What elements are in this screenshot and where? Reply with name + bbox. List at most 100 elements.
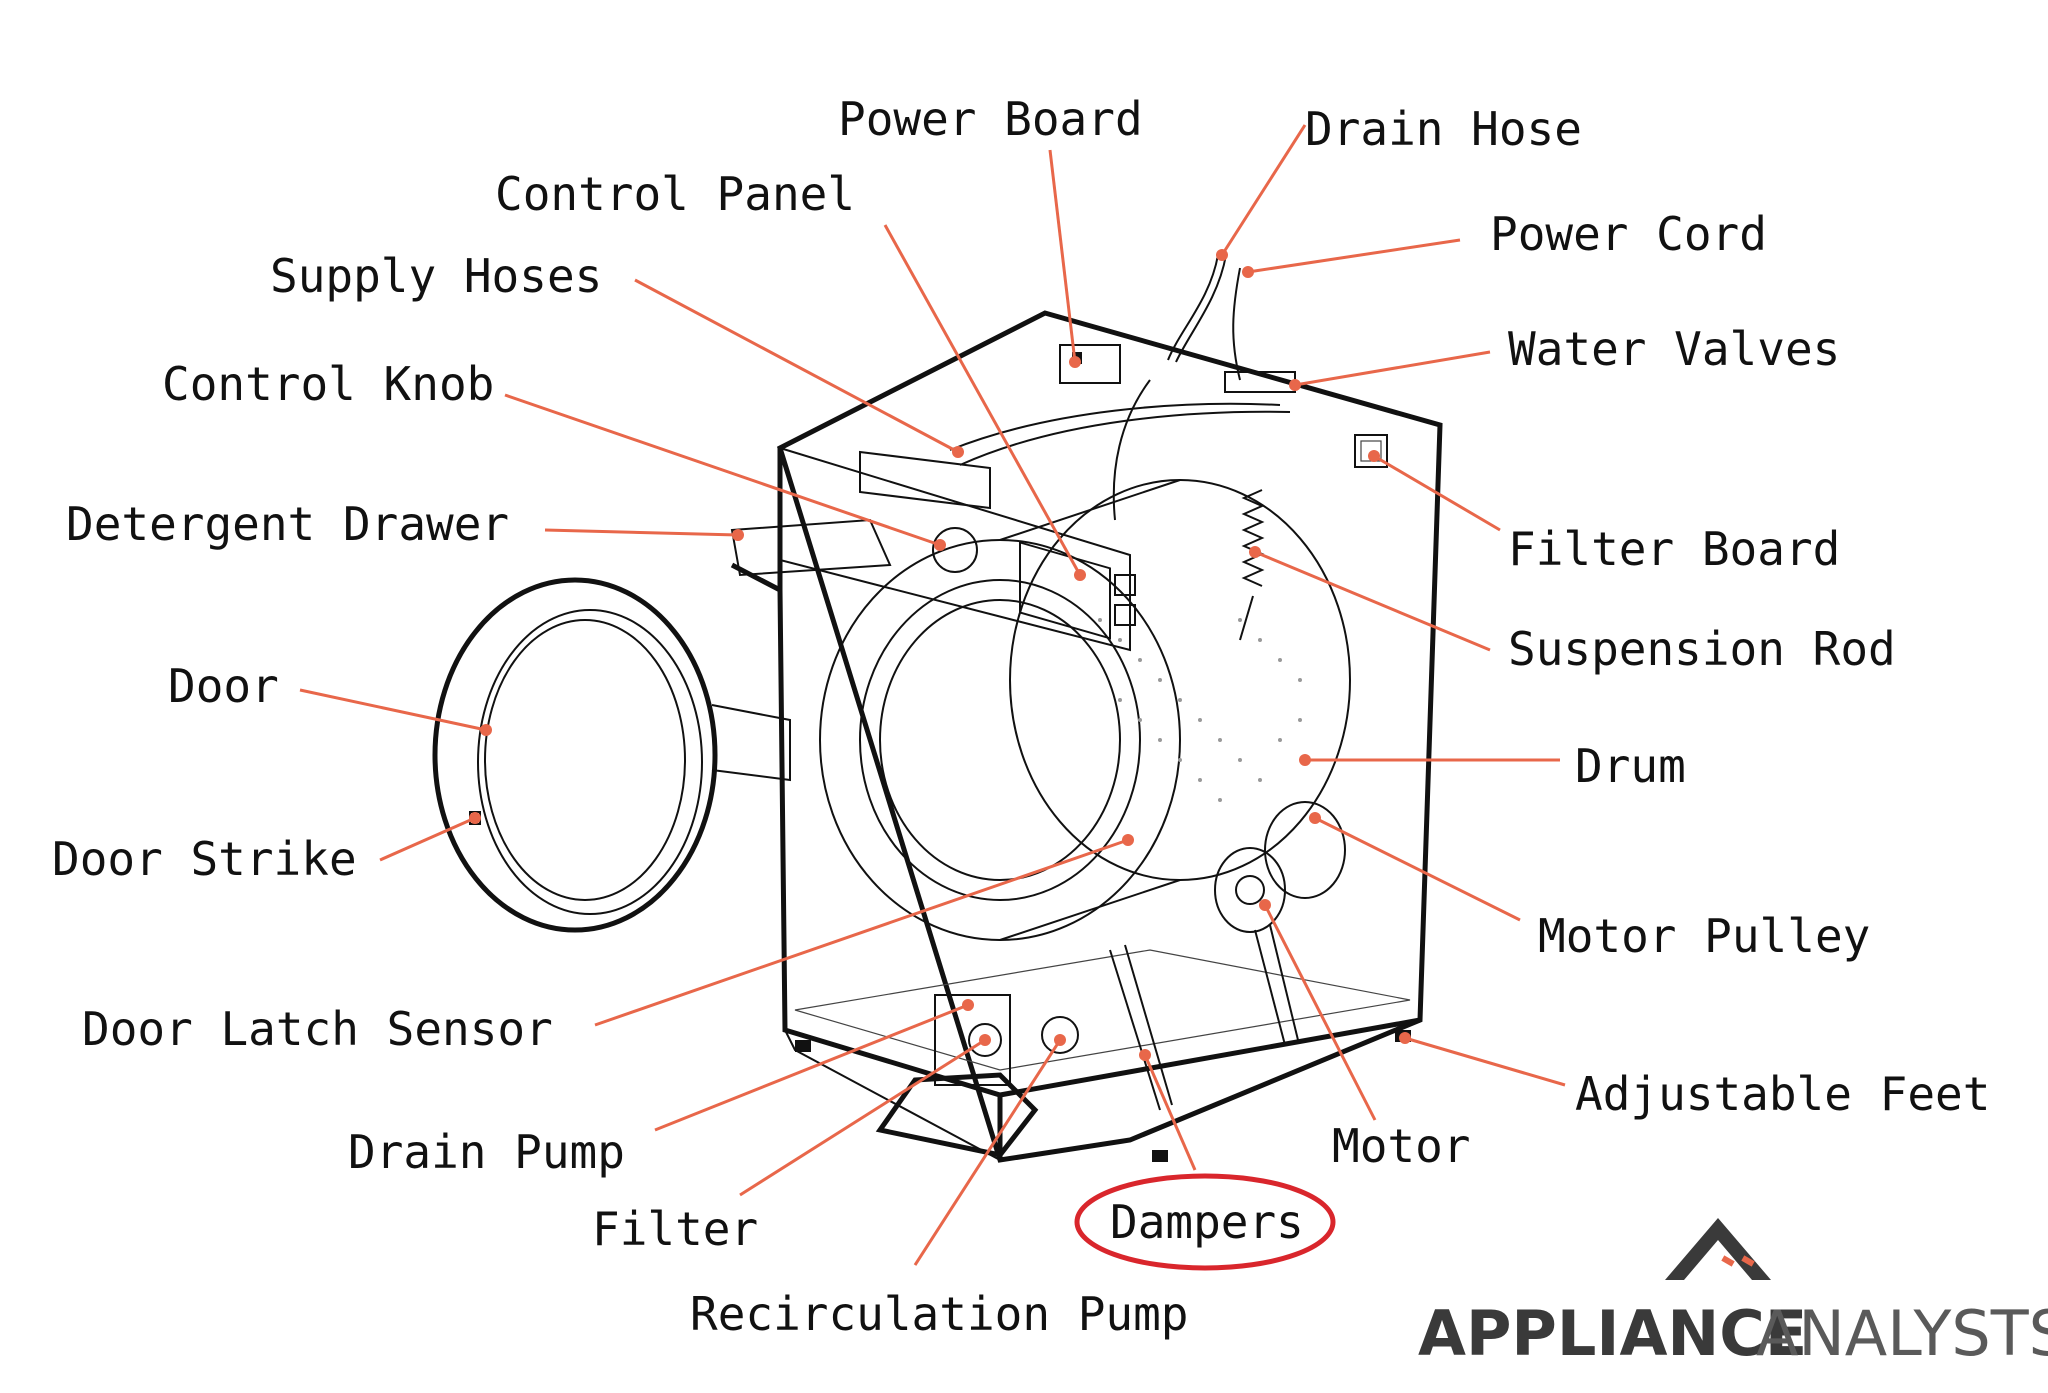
control-panel-strip — [779, 446, 1131, 652]
dot-door-strike — [469, 812, 481, 824]
label-adjustable-feet: Adjustable Feet — [1575, 1067, 1990, 1121]
dot-control-panel — [1074, 569, 1086, 581]
leader-motor — [1263, 904, 1377, 1121]
foot-front-right — [1152, 1150, 1168, 1162]
dot-suspension-rod — [1249, 546, 1261, 558]
filter-cap-shape — [968, 1023, 1002, 1057]
suspension-rod-lower — [1239, 595, 1254, 641]
dot-filter — [979, 1034, 991, 1046]
drain-hose-shape — [1167, 254, 1219, 361]
leader-supply-hoses — [634, 278, 959, 454]
label-control-panel: Control Panel — [495, 167, 855, 221]
leader-dots — [469, 249, 1411, 1061]
logo-accent-1 — [1721, 1255, 1735, 1267]
leader-lines — [299, 124, 1566, 1266]
dot-filter-board — [1368, 450, 1380, 462]
recirculation-pump-shape — [1041, 1016, 1079, 1054]
drum-bottom-edge — [999, 879, 1181, 941]
label-water-valves: Water Valves — [1508, 322, 1840, 376]
brand-logo: APPLIANCE ANALYSTS — [1418, 1218, 2048, 1370]
panel-button-2 — [1114, 604, 1136, 626]
supply-hose-2 — [959, 410, 1291, 466]
dot-adjustable-feet — [1399, 1032, 1411, 1044]
leader-power-board — [1048, 149, 1077, 363]
leader-filter — [739, 1038, 986, 1197]
dot-dampers — [1139, 1049, 1151, 1061]
label-power-board: Power Board — [838, 92, 1143, 146]
door-glass — [484, 619, 686, 901]
drum-opening — [859, 579, 1141, 901]
panel-button-1 — [1114, 574, 1136, 596]
leader-detergent-drawer — [544, 528, 739, 537]
washing-machine-illustration — [432, 254, 1443, 1163]
door-inner-ring — [477, 609, 703, 915]
drum-top-edge — [999, 479, 1181, 541]
dot-water-valves — [1289, 379, 1301, 391]
base-plate — [794, 949, 1411, 1071]
door-hinge — [711, 704, 791, 782]
leader-water-valves — [1294, 350, 1491, 387]
leader-motor-pulley — [1314, 816, 1521, 922]
label-recirculation-pump: Recirculation Pump — [690, 1287, 1189, 1341]
leader-door-latch-sensor — [594, 838, 1129, 1027]
label-filter-board: Filter Board — [1508, 522, 1840, 576]
label-suspension-rod: Suspension Rod — [1508, 622, 1896, 676]
control-knob-shape — [932, 527, 978, 573]
leader-drain-hose — [1220, 124, 1307, 256]
detergent-drawer-shape — [730, 518, 892, 577]
label-door-latch-sensor: Door Latch Sensor — [82, 1002, 553, 1056]
damper-left-shape-2 — [1124, 944, 1173, 1106]
brand-name-part-one: APPLIANCE — [1418, 1297, 1807, 1370]
part-labels: Power Board Drain Hose Control Panel Pow… — [52, 92, 1990, 1341]
label-filter: Filter — [592, 1202, 758, 1256]
drum-inner-opening — [879, 599, 1121, 881]
dot-drain-hose — [1216, 249, 1228, 261]
damper-right-shape — [1254, 929, 1286, 1046]
logo-accent-2 — [1741, 1255, 1755, 1267]
dot-motor-pulley — [1309, 812, 1321, 824]
label-door-strike: Door Strike — [52, 832, 357, 886]
drain-hose-shape-2 — [1175, 254, 1227, 363]
dot-power-board — [1069, 356, 1081, 368]
label-control-knob: Control Knob — [162, 357, 494, 411]
dampers-highlight-ring — [1074, 1173, 1336, 1271]
leader-adjustable-feet — [1404, 1036, 1566, 1087]
dot-door — [480, 724, 492, 736]
foot-front-left — [795, 1040, 811, 1052]
drawer-housing — [859, 450, 991, 510]
leader-drain-pump — [654, 1003, 969, 1132]
label-motor: Motor — [1332, 1119, 1470, 1173]
leader-recirculation-pump — [913, 1039, 1062, 1266]
label-power-cord: Power Cord — [1490, 207, 1767, 261]
leader-power-cord — [1247, 238, 1461, 274]
suspension-spring-shape — [1241, 489, 1265, 587]
label-motor-pulley: Motor Pulley — [1538, 909, 1870, 963]
leader-control-panel — [883, 224, 1082, 576]
door-outer-ring — [432, 577, 718, 933]
leader-door-strike — [379, 816, 476, 862]
label-drain-hose: Drain Hose — [1305, 102, 1582, 156]
power-board-shape — [1059, 344, 1121, 384]
dot-door-latch-sensor — [1122, 834, 1134, 846]
dot-control-knob — [934, 539, 946, 551]
filter-access-flap — [875, 1072, 1039, 1158]
label-drain-pump: Drain Pump — [348, 1125, 625, 1179]
motor-hub — [1235, 875, 1265, 905]
supply-hose-1 — [949, 402, 1281, 451]
brand-name-part-two: ANALYSTS — [1756, 1297, 2048, 1370]
damper-right-shape-2 — [1269, 924, 1299, 1041]
internal-hose — [1112, 379, 1151, 521]
display-screen — [1019, 541, 1111, 640]
label-door: Door — [168, 659, 279, 713]
cabinet-front-bottom — [777, 589, 1421, 1098]
dot-drain-pump — [962, 999, 974, 1011]
leader-control-knob — [504, 393, 941, 547]
leader-filter-board — [1373, 454, 1501, 532]
label-dampers: Dampers — [1110, 1195, 1304, 1249]
dot-recirculation-pump — [1054, 1034, 1066, 1046]
leader-dampers — [1143, 1054, 1197, 1171]
dot-drum — [1299, 754, 1311, 766]
logo-house-mark — [1665, 1218, 1771, 1280]
